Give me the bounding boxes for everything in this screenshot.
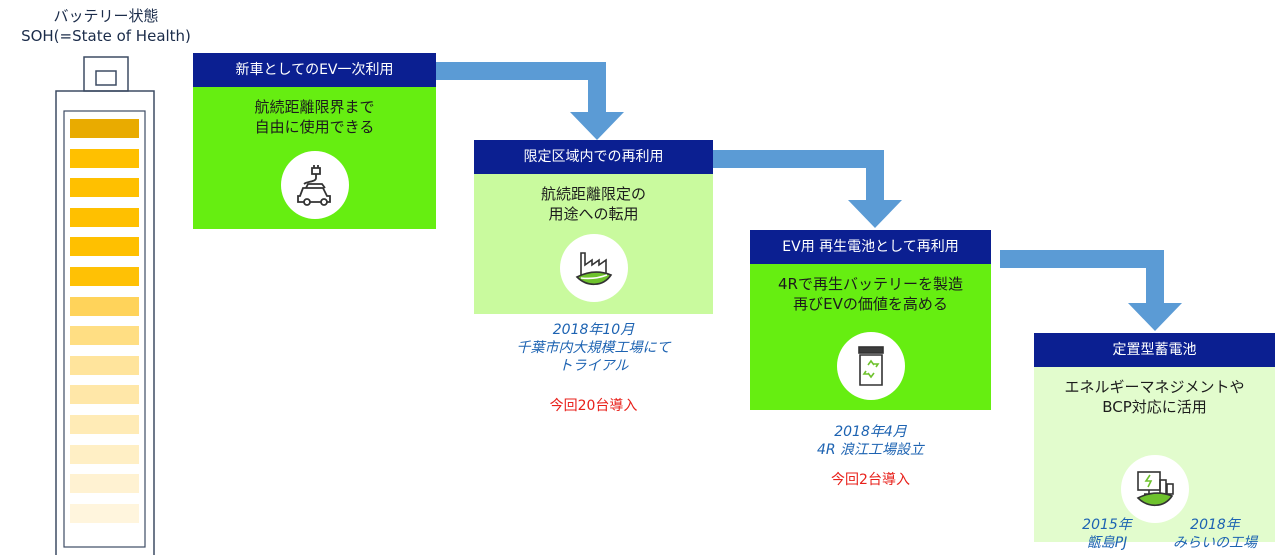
stage-4-note-b-date: 2018年 xyxy=(1190,517,1240,533)
stage-4-note-b: 2018年 みらいの工場 xyxy=(1160,516,1270,552)
stage-4-note-a: 2015年 甑島PJ xyxy=(1058,516,1156,552)
stage-card-4: 定置型蓄電池 エネルギーマネジメントや BCP対応に活用 xyxy=(1034,333,1275,542)
stage-2-body: 航続距離限定の 用途への転用 xyxy=(474,174,713,314)
battery-cell xyxy=(70,444,139,464)
battery-cell xyxy=(70,148,139,168)
stage-4-desc-line1: エネルギーマネジメントや xyxy=(1064,378,1245,396)
battery-cell xyxy=(70,237,139,257)
battery-cell xyxy=(70,296,139,316)
battery-cell xyxy=(70,267,139,286)
stage-2-count: 今回20台導入 xyxy=(549,398,638,414)
stage-3-header: EV用 再生電池として再利用 xyxy=(750,230,991,264)
arrow-3-icon xyxy=(1000,250,1182,331)
stage-2-desc-line1: 航続距離限定の xyxy=(540,185,646,203)
battery-title-line1: バッテリー状態 xyxy=(53,7,159,25)
stage-1-header: 新車としてのEV一次利用 xyxy=(193,53,436,87)
stage-4-description: エネルギーマネジメントや BCP対応に活用 xyxy=(1034,367,1275,417)
stage-2-note: 2018年10月 千葉市内大規模工場にて トライアル xyxy=(474,321,713,375)
stage-3-desc-line1: 4Rで再生バッテリーを製造 xyxy=(778,275,963,293)
battery-cell xyxy=(70,385,139,405)
stage-3-note: 2018年4月 4R 浪江工場設立 xyxy=(750,423,991,459)
battery-title-line2: SOH(=State of Health) xyxy=(21,27,191,45)
battery-cell xyxy=(70,207,139,227)
stage-2-note-date: 2018年10月 xyxy=(552,322,635,338)
stage-4-note-a-date: 2015年 xyxy=(1082,517,1132,533)
battery-cell xyxy=(70,119,139,138)
factory-leaf-icon xyxy=(559,234,628,302)
recycle-bin-icon xyxy=(836,332,905,400)
arrow-1-icon xyxy=(436,62,624,140)
ev-charging-car-icon xyxy=(280,151,349,219)
battery-gauge xyxy=(54,55,156,555)
stage-3-desc-line2: 再びEVの価値を高める xyxy=(793,295,948,313)
stage-2-header: 限定区域内での再利用 xyxy=(474,140,713,174)
battery-outline-icon xyxy=(55,56,155,555)
arrow-2-icon xyxy=(713,150,902,228)
stage-1-desc-line1: 航続距離限界まで xyxy=(254,98,375,116)
stage-4-desc-line2: BCP対応に活用 xyxy=(1102,398,1207,416)
stage-2-desc-line2: 用途への転用 xyxy=(548,205,639,223)
stage-1-description: 航続距離限界まで 自由に使用できる xyxy=(193,87,436,137)
battery-title: バッテリー状態 SOH(=State of Health) xyxy=(0,6,212,46)
stage-3-note-date: 2018年4月 xyxy=(834,424,907,440)
stage-card-2: 限定区域内での再利用 航続距離限定の 用途への転用 xyxy=(474,140,713,314)
storage-charging-icon xyxy=(1120,455,1189,523)
battery-cell xyxy=(70,503,139,523)
stage-3-body: 4Rで再生バッテリーを製造 再びEVの価値を高める xyxy=(750,264,991,410)
battery-cell xyxy=(70,355,139,375)
stage-card-1: 新車としてのEV一次利用 航続距離限界まで 自由に使用できる xyxy=(193,53,436,229)
battery-cell xyxy=(70,474,139,494)
stage-2-note-line2: 千葉市内大規模工場にて xyxy=(516,340,671,356)
stage-card-3: EV用 再生電池として再利用 4Rで再生バッテリーを製造 再びEVの価値を高める xyxy=(750,230,991,410)
stage-4-header: 定置型蓄電池 xyxy=(1034,333,1275,367)
battery-cell xyxy=(70,178,139,198)
stage-4-body: エネルギーマネジメントや BCP対応に活用 xyxy=(1034,367,1275,542)
stage-3-description: 4Rで再生バッテリーを製造 再びEVの価値を高める xyxy=(750,264,991,314)
stage-4-note-b-line2: みらいの工場 xyxy=(1173,535,1257,551)
stage-3-count: 今回2台導入 xyxy=(831,472,910,488)
battery-cell xyxy=(70,326,139,346)
stage-1-body: 航続距離限界まで 自由に使用できる xyxy=(193,87,436,229)
stage-3-note-line2: 4R 浪江工場設立 xyxy=(816,442,925,458)
stage-1-desc-line2: 自由に使用できる xyxy=(254,118,375,136)
stage-4-note-a-line2: 甑島PJ xyxy=(1086,535,1128,551)
battery-cell xyxy=(70,415,139,434)
stage-2-note-line3: トライアル xyxy=(558,358,629,374)
stage-2-description: 航続距離限定の 用途への転用 xyxy=(474,174,713,224)
